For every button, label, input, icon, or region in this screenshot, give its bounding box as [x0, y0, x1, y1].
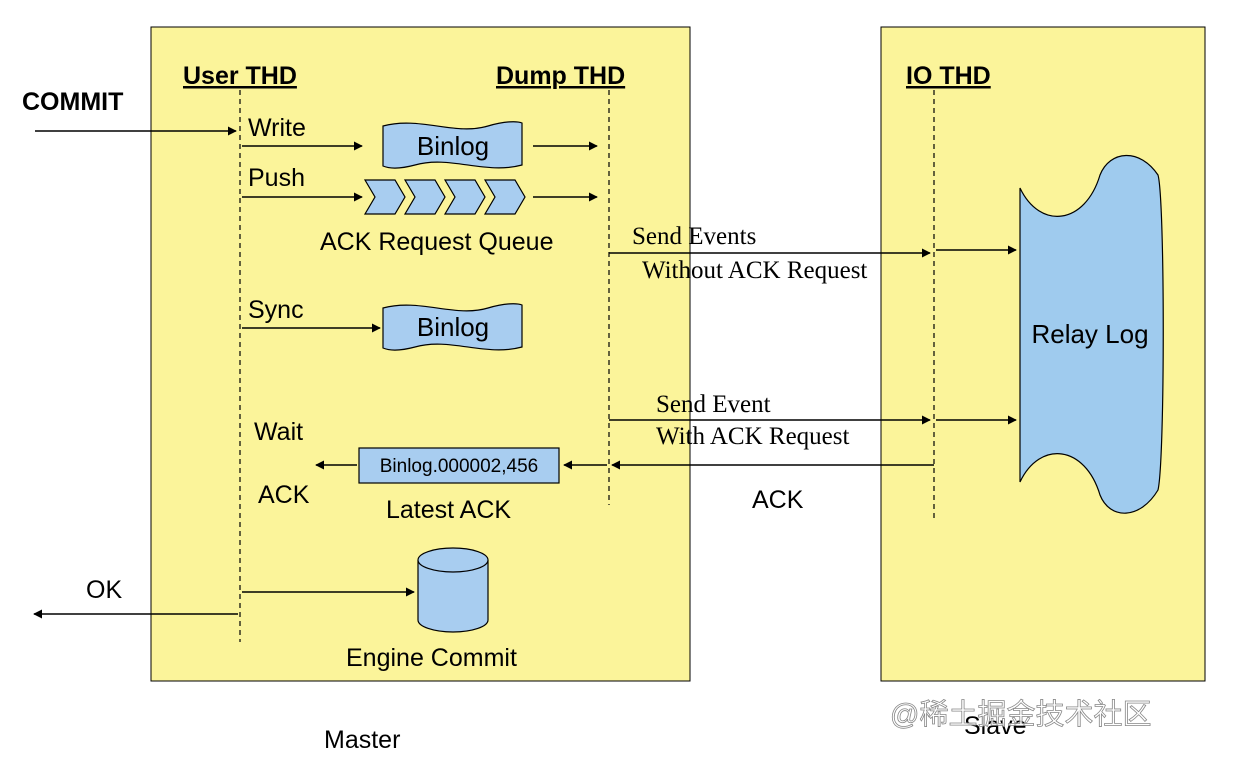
commit-label: COMMIT: [22, 88, 123, 116]
ok-label: OK: [86, 576, 122, 604]
latest-ack-value: Binlog.000002,456: [380, 456, 538, 477]
master-label: Master: [324, 726, 400, 754]
watermark: @稀土掘金技术社区: [890, 698, 1151, 731]
user-thd-header: User THD: [183, 62, 297, 90]
push-label: Push: [248, 164, 305, 192]
dump-thd-header: Dump THD: [496, 62, 625, 90]
latest-ack-label: Latest ACK: [386, 496, 511, 524]
slave-label: Slave: [964, 712, 1027, 740]
relay-log-shape: [1019, 154, 1164, 514]
send-events-line1: Send Events: [632, 223, 756, 250]
ack-return-label: ACK: [752, 486, 804, 514]
io-thd-header: IO THD: [906, 62, 991, 90]
engine-database-icon: [417, 547, 489, 633]
send-event-line2: With ACK Request: [656, 423, 849, 450]
binlog-2-shape: [382, 303, 523, 351]
relay-log-label: Relay Log: [1031, 319, 1148, 349]
write-label: Write: [248, 114, 306, 142]
binlog-1-label: Binlog: [417, 131, 489, 161]
wait-label: Wait: [254, 418, 303, 446]
send-events-line2: Without ACK Request: [642, 257, 867, 284]
wait-ack-label: ACK: [258, 481, 310, 509]
latest-ack-box: [358, 447, 560, 484]
sync-label: Sync: [248, 296, 304, 324]
binlog-1-shape: [382, 121, 523, 169]
ack-request-queue-chevrons: [363, 179, 526, 215]
engine-commit-label: Engine Commit: [346, 644, 517, 672]
ack-request-queue-label: ACK Request Queue: [320, 228, 553, 256]
send-event-line1: Send Event: [656, 391, 771, 418]
binlog-2-label: Binlog: [417, 312, 489, 342]
